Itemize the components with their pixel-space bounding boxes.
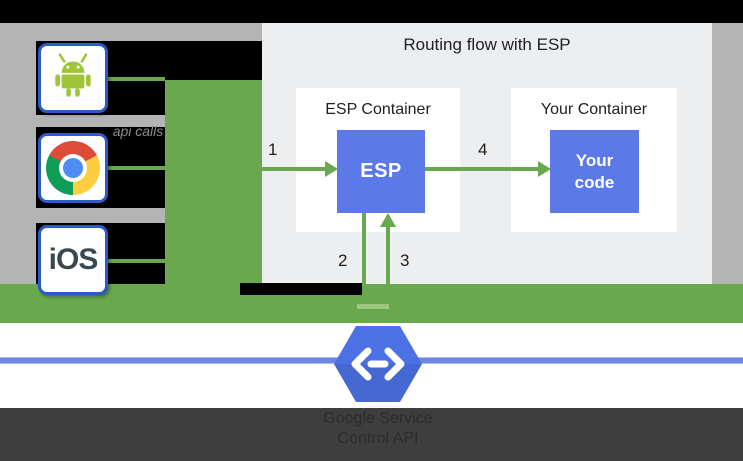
- esp-box: ESP: [337, 130, 425, 213]
- esp-container-box: ESP Container ESP: [296, 88, 460, 232]
- arrow-2-line: [362, 213, 366, 322]
- your-code-box: Your code: [550, 130, 639, 213]
- arrow-1-line: [262, 167, 326, 171]
- chrome-tile: [38, 133, 108, 203]
- cloud-endpoints-hexagon-icon: [334, 324, 422, 405]
- step-3-label: 3: [400, 251, 410, 270]
- top-transparent-band: [0, 0, 743, 23]
- arrow-4-line: [425, 167, 539, 171]
- arrow-3-line: [386, 227, 390, 322]
- your-container-title: Your Container: [540, 101, 648, 118]
- api-calls-label: api calls: [112, 123, 164, 139]
- chrome-connector-line: [108, 166, 165, 170]
- routing-panel: Routing flow with ESP ESP Container ESP …: [262, 23, 712, 283]
- chrome-browser-icon: [46, 141, 100, 195]
- caption-line-2: Control API: [337, 430, 419, 447]
- knockout-above-green: [165, 41, 262, 80]
- backdrop-right-strip: [712, 23, 743, 284]
- ios-label: iOS: [48, 243, 99, 276]
- arrow-1-head: [325, 161, 338, 177]
- step-2-label: 2: [338, 251, 348, 270]
- caption-line-1: Google Service: [323, 410, 433, 427]
- green-band: [0, 284, 743, 323]
- android-connector-line: [108, 77, 165, 81]
- panel-title: Routing flow with ESP: [403, 35, 571, 54]
- esp-container-title: ESP Container: [325, 101, 431, 118]
- bottom-transparent-band: [0, 408, 743, 461]
- ios-tile: iOS: [38, 225, 108, 295]
- band-line-artifact: [357, 304, 389, 309]
- arrow-3-head: [380, 213, 396, 227]
- service-control-caption: Google Service Control API: [278, 409, 478, 449]
- backdrop-top-strip: [165, 23, 265, 41]
- band-knockout-notch: [240, 283, 362, 295]
- your-container-box: Your Container Your code: [511, 88, 677, 232]
- step-1-label: 1: [268, 140, 278, 159]
- step-4-label: 4: [478, 140, 488, 159]
- android-tile: [38, 43, 108, 113]
- green-collector-rect: [165, 80, 262, 284]
- arrow-4-head: [538, 161, 551, 177]
- chrome-core: [63, 158, 83, 178]
- android-robot-icon: [47, 50, 99, 107]
- ios-connector-line: [108, 259, 165, 263]
